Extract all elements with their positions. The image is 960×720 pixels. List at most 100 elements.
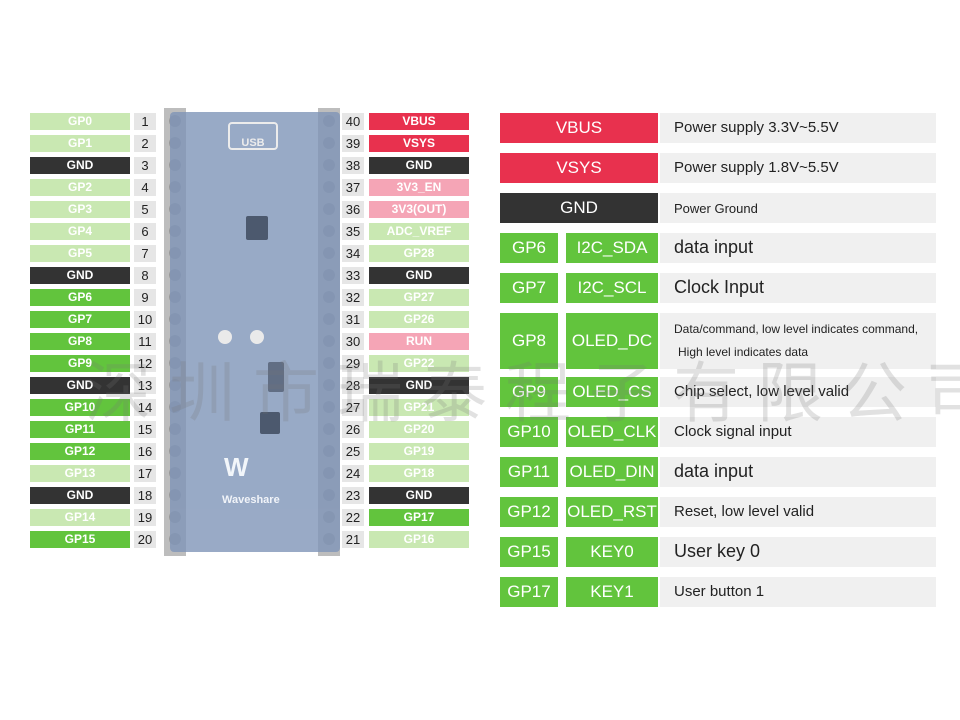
pin-label: GP5 [30, 245, 130, 262]
pin-label: GP1 [30, 135, 130, 152]
pin-label: GP21 [369, 399, 469, 416]
led [218, 330, 232, 344]
pin-number: 32 [342, 289, 364, 306]
pin-number: 7 [134, 245, 156, 262]
pin-number: 10 [134, 311, 156, 328]
pin-number: 33 [342, 267, 364, 284]
pin-number: 19 [134, 509, 156, 526]
pin-number: 22 [342, 509, 364, 526]
pin-label: GND [30, 377, 130, 394]
function-cell: KEY1 [566, 577, 658, 607]
function-cell: OLED_DC [566, 313, 658, 369]
pin-label: ADC_VREF [369, 223, 469, 240]
pin-name-cell: GP8 [500, 313, 558, 369]
pin-name-cell: GP17 [500, 577, 558, 607]
pin-label: GP17 [369, 509, 469, 526]
description-cell: Power supply 3.3V~5.5V [660, 113, 936, 143]
pin-number: 35 [342, 223, 364, 240]
pin-number: 3 [134, 157, 156, 174]
pin-label: GP20 [369, 421, 469, 438]
pin-number: 26 [342, 421, 364, 438]
pin-name-cell: GP12 [500, 497, 558, 527]
pin-label: GND [30, 157, 130, 174]
function-cell: OLED_CS [566, 377, 658, 407]
pin-number: 28 [342, 377, 364, 394]
pin-number: 13 [134, 377, 156, 394]
pin-label: RUN [369, 333, 469, 350]
pin-label: GND [30, 267, 130, 284]
description-text: data input [674, 461, 754, 481]
description-cell: User key 0 [660, 537, 936, 567]
pin-label: VSYS [369, 135, 469, 152]
pin-number: 31 [342, 311, 364, 328]
description-text: Power supply 1.8V~5.5V [674, 159, 839, 176]
pin-number: 11 [134, 333, 156, 350]
pin-number: 38 [342, 157, 364, 174]
board-brand-text: Waveshare [222, 494, 280, 506]
pin-label: GP4 [30, 223, 130, 240]
pin-label: GP18 [369, 465, 469, 482]
pin-name-cell: VSYS [500, 153, 658, 183]
pin-label: GND [30, 487, 130, 504]
pin-label: GP28 [369, 245, 469, 262]
pin-number: 16 [134, 443, 156, 460]
description-cell: Chip select, low level valid [660, 377, 936, 407]
pin-number: 14 [134, 399, 156, 416]
usb-connector: USB [228, 122, 278, 150]
pin-label: GP13 [30, 465, 130, 482]
pin-label: VBUS [369, 113, 469, 130]
function-cell: OLED_DIN [566, 457, 658, 487]
description-text: Power supply 3.3V~5.5V [674, 119, 839, 136]
pin-label: GP11 [30, 421, 130, 438]
pin-label: GP26 [369, 311, 469, 328]
pin-number: 30 [342, 333, 364, 350]
pin-number: 15 [134, 421, 156, 438]
description-cell: data input [660, 233, 936, 263]
pin-number: 8 [134, 267, 156, 284]
pin-label: GP7 [30, 311, 130, 328]
description-cell: Clock Input [660, 273, 936, 303]
pin-number: 17 [134, 465, 156, 482]
pin-label: GP0 [30, 113, 130, 130]
function-cell: OLED_RST [566, 497, 658, 527]
pin-label: GND [369, 487, 469, 504]
pin-number: 20 [134, 531, 156, 548]
pin-number: 21 [342, 531, 364, 548]
description-text: User key 0 [674, 541, 761, 561]
pin-label: GP12 [30, 443, 130, 460]
pin-label: GP3 [30, 201, 130, 218]
description-text: Chip select, low level valid [674, 383, 850, 400]
function-cell: KEY0 [566, 537, 658, 567]
description-cell: Power Ground [660, 193, 936, 223]
function-cell: I2C_SDA [566, 233, 658, 263]
waveshare-logo-icon: W [224, 452, 249, 482]
pin-label: GP8 [30, 333, 130, 350]
pin-label: GND [369, 377, 469, 394]
pin-name-cell: GND [500, 193, 658, 223]
description-text: Clock Input [674, 277, 765, 297]
description-text: High level indicates data [678, 345, 809, 359]
pin-label: GP9 [30, 355, 130, 372]
description-text: User button 1 [674, 583, 765, 600]
description-cell: Reset, low level valid [660, 497, 936, 527]
pin-number: 40 [342, 113, 364, 130]
pin-label: GND [369, 267, 469, 284]
pin-number: 2 [134, 135, 156, 152]
pin-label: GP14 [30, 509, 130, 526]
pin-label: GP19 [369, 443, 469, 460]
pin-number: 34 [342, 245, 364, 262]
pin-number: 24 [342, 465, 364, 482]
pin-label: GND [369, 157, 469, 174]
pin-number: 36 [342, 201, 364, 218]
pin-label: GP22 [369, 355, 469, 372]
chip [260, 412, 280, 434]
pin-number: 25 [342, 443, 364, 460]
pin-name-cell: GP10 [500, 417, 558, 447]
pin-number: 37 [342, 179, 364, 196]
pin-number: 23 [342, 487, 364, 504]
pin-label: GP10 [30, 399, 130, 416]
description-text: data input [674, 237, 754, 257]
pin-label: GP27 [369, 289, 469, 306]
pin-number: 4 [134, 179, 156, 196]
function-cell: OLED_CLK [566, 417, 658, 447]
